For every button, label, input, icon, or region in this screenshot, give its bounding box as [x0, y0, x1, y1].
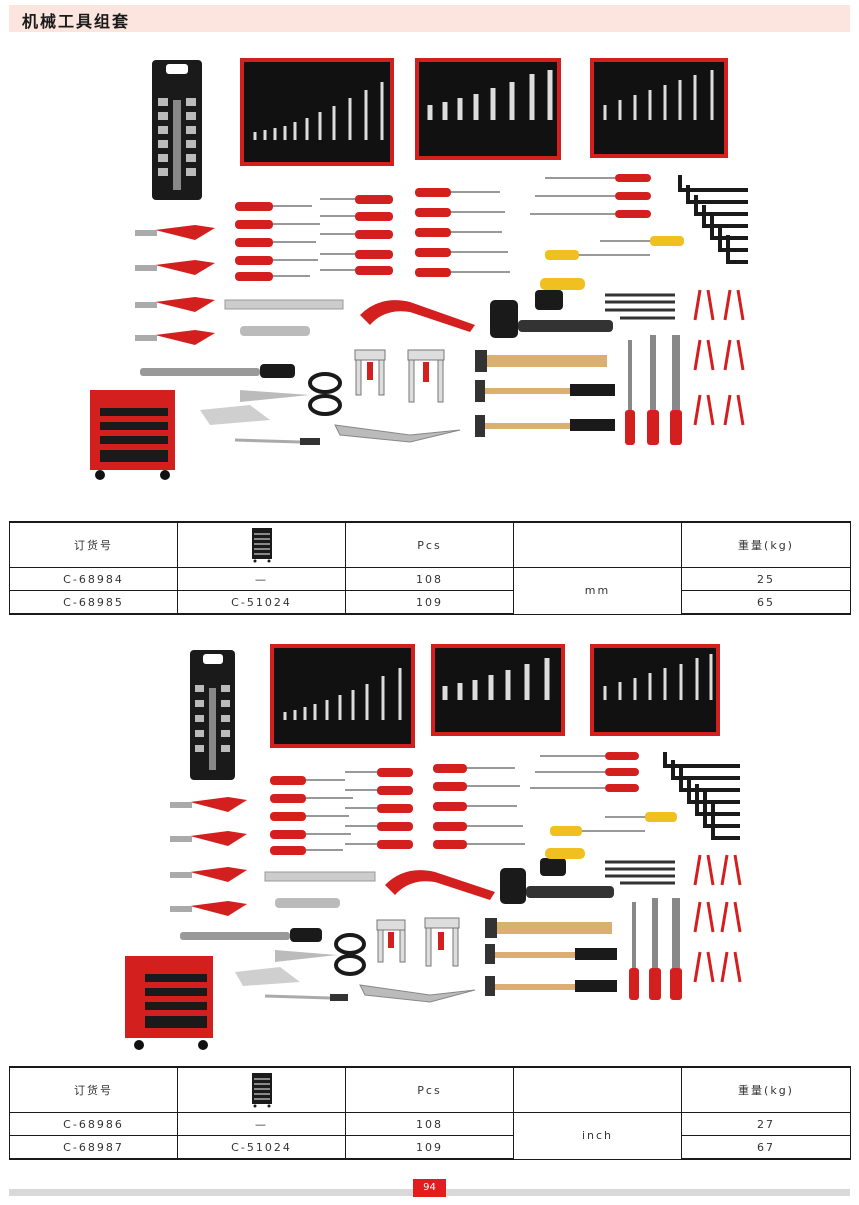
tool-set-image-mm — [80, 50, 760, 500]
cabinet-cell: C-51024 — [177, 590, 346, 615]
weight-cell: 27 — [681, 1112, 851, 1136]
order-no-header: 订货号 — [9, 1066, 178, 1113]
page-number: 94 — [413, 1179, 446, 1197]
tool-set-image-inch — [115, 640, 755, 1060]
table-row: C-68987 C-51024 109 67 — [9, 1135, 851, 1160]
weight-header: 重量(kg) — [681, 521, 851, 568]
order-no-header: 订货号 — [9, 521, 178, 568]
cabinet-cell: C-51024 — [177, 1135, 346, 1160]
unit-header — [513, 1066, 682, 1113]
table-row: C-68984 — 108 mm 25 — [9, 567, 851, 615]
spec-table-mm: 订货号 Pcs 重量(kg) C-68984 — 108 mm 25 C-689… — [9, 521, 851, 615]
cabinet-cell: — — [177, 567, 346, 591]
weight-header: 重量(kg) — [681, 1066, 851, 1113]
order-no-cell: C-68984 — [9, 567, 178, 591]
title-bar: 机械工具组套 — [9, 5, 850, 32]
page-title: 机械工具组套 — [22, 12, 131, 31]
unit-header — [513, 521, 682, 568]
tool-set-illustration — [90, 58, 748, 480]
order-no-cell: C-68986 — [9, 1112, 178, 1136]
pcs-cell: 108 — [345, 567, 514, 591]
tool-cabinet-icon — [251, 1073, 272, 1108]
weight-cell: 67 — [681, 1135, 851, 1160]
pcs-header: Pcs — [345, 1066, 514, 1113]
cabinet-header — [177, 1066, 346, 1113]
weight-cell: 25 — [681, 567, 851, 591]
unit-cell: inch — [513, 1112, 682, 1160]
unit-cell: mm — [513, 567, 682, 615]
table-row: C-68985 C-51024 109 65 — [9, 590, 851, 615]
pcs-cell: 109 — [345, 590, 514, 615]
table-row: C-68986 — 108 inch 27 — [9, 1112, 851, 1160]
cabinet-header — [177, 521, 346, 568]
pcs-cell: 108 — [345, 1112, 514, 1136]
order-no-cell: C-68985 — [9, 590, 178, 615]
weight-cell: 65 — [681, 590, 851, 615]
pcs-cell: 109 — [345, 1135, 514, 1160]
cabinet-cell: — — [177, 1112, 346, 1136]
spec-table-inch: 订货号 Pcs 重量(kg) C-68986 — 108 inch 27 C-6… — [9, 1066, 851, 1160]
pcs-header: Pcs — [345, 521, 514, 568]
order-no-cell: C-68987 — [9, 1135, 178, 1160]
tool-set-illustration — [125, 644, 742, 1050]
tool-cabinet-icon — [251, 528, 272, 563]
